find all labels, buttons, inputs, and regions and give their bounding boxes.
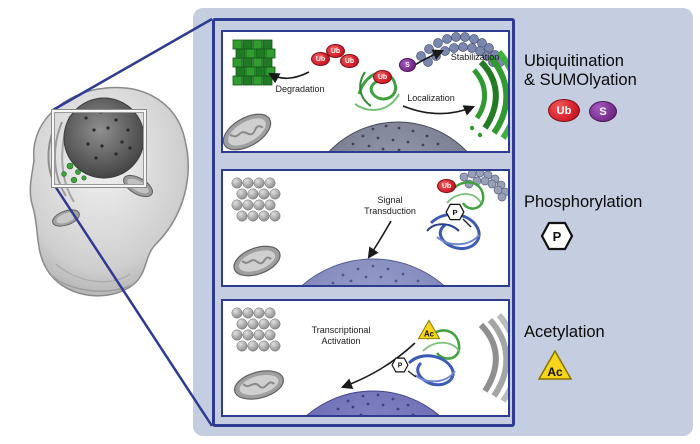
- legend-title-phosphorylation: Phosphorylation: [524, 193, 643, 211]
- proteasome-illustration: [232, 39, 276, 86]
- ub-badge: Ub: [373, 70, 392, 84]
- ub-badge: Ub: [326, 44, 345, 58]
- mitochondrion-illustration: [234, 370, 284, 400]
- sumo-badge: S: [589, 101, 617, 122]
- phospho-badge: P: [445, 203, 465, 221]
- protein-ribbon-green: [422, 329, 461, 360]
- panel-phosphorylation: Ub P Signal Transduction: [221, 169, 510, 287]
- ub-badge: Ub: [340, 54, 359, 68]
- gray-golgi-illustration: [478, 313, 508, 403]
- cell-illustration: [29, 86, 189, 297]
- activation-arrow: [340, 342, 416, 390]
- nucleus-illustration: [328, 121, 468, 151]
- mitochondrion-illustration: [223, 113, 272, 151]
- legend-title-acetylation: Acetylation: [524, 323, 605, 341]
- mitochondrion-illustration: [233, 245, 281, 277]
- panel3-art: [231, 307, 508, 415]
- degradation-label: Degradation: [275, 84, 325, 94]
- chromatin-coil-illustration: [459, 171, 508, 202]
- ub-badge: Ub: [437, 179, 456, 193]
- panel1-art: [223, 32, 508, 151]
- panel1-arrows: [268, 49, 476, 116]
- svg-text:P: P: [452, 208, 457, 217]
- sumo-badge: S: [399, 58, 416, 72]
- protein-ribbon-green: [446, 181, 485, 210]
- legend-title-ubiquitination: Ubiquitination & SUMOlyation: [524, 52, 637, 89]
- signal-transduction-label: Signal Transduction: [364, 195, 416, 216]
- svg-text:P: P: [398, 363, 403, 370]
- svg-text:Ac: Ac: [547, 365, 563, 379]
- golgi-illustration: [469, 50, 508, 140]
- localization-label: Localization: [407, 93, 455, 103]
- inset-box: [212, 18, 515, 427]
- ub-badge: Ub: [311, 52, 330, 66]
- svg-text:Ac: Ac: [424, 330, 435, 339]
- phospho-badge: P: [540, 221, 574, 251]
- cell-highlight-box: [52, 110, 146, 187]
- nucleus-illustration: [301, 258, 445, 285]
- panel-acetylation: Ac P Transcriptional Activation: [221, 299, 510, 417]
- cell-green-organelles: [61, 162, 87, 184]
- stabilization-label: Stabilization: [450, 52, 500, 62]
- phospho-stick: [462, 218, 472, 228]
- acetyl-badge: Ac: [537, 349, 573, 380]
- panel2-art: [231, 171, 508, 285]
- sphere-cluster-illustration: [231, 307, 281, 352]
- panel-ubiquitination-sumoylation: Ub Ub Ub Ub S Degradation Stabilization …: [221, 30, 510, 153]
- protein-ribbon-blue: [407, 354, 456, 387]
- svg-text:P: P: [553, 229, 562, 244]
- ub-badge: Ub: [548, 99, 580, 122]
- sphere-cluster-illustration: [231, 177, 281, 222]
- acetyl-badge: Ac: [417, 319, 441, 340]
- phospho-stick: [407, 370, 417, 378]
- transcriptional-activation-label: Transcriptional Activation: [311, 325, 371, 346]
- nucleus-illustration: [306, 390, 440, 415]
- phospho-badge: P: [391, 357, 409, 373]
- signal-arrow: [367, 220, 392, 259]
